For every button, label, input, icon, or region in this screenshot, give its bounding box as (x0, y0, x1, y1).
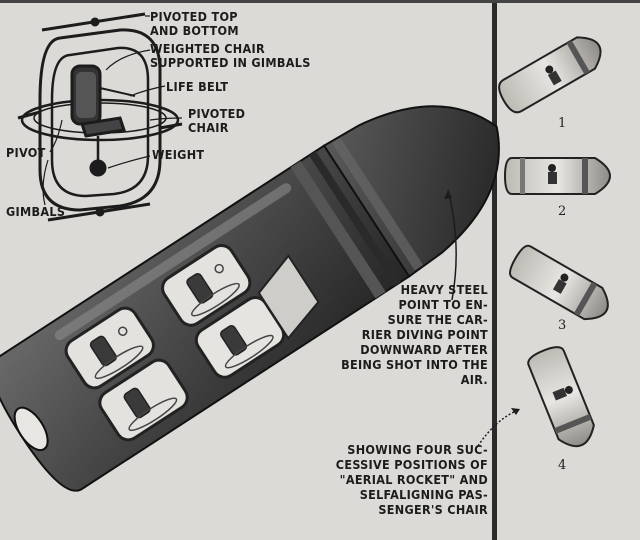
position-number-3: 3 (558, 318, 567, 333)
position-number-1: 1 (558, 116, 567, 131)
label-gimbals: GIMBALS (6, 204, 66, 219)
positions-arrowhead (511, 408, 520, 415)
position-1-rocket (498, 36, 602, 114)
positions-leader (477, 409, 519, 447)
label-pivot: PIVOT (6, 145, 46, 160)
top-border (0, 0, 640, 3)
nose-arrowhead (444, 190, 452, 199)
label-life-belt: LIFE BELT (166, 79, 229, 94)
label-weight: WEIGHT (152, 147, 205, 162)
aerial-rocket (0, 105, 500, 492)
nose-leader (447, 189, 457, 301)
caption-positions: SHOWING FOUR SUC- CESSIVE POSITIONS OF "… (335, 442, 488, 517)
position-number-2: 2 (558, 204, 567, 219)
caption-steel-point: HEAVY STEEL POINT TO EN- SURE THE CAR- R… (341, 282, 488, 387)
panel-divider (492, 0, 497, 540)
position-4-rocket (527, 346, 595, 448)
position-number-4: 4 (558, 458, 567, 473)
position-2-rocket (503, 157, 611, 195)
gimbal-diagram (17, 12, 183, 222)
label-pivoted-chair: PIVOTED CHAIR (188, 106, 246, 135)
position-3-rocket (509, 244, 609, 321)
label-weighted-chair: WEIGHTED CHAIR SUPPORTED IN GIMBALS (150, 41, 311, 70)
label-pivoted-top: PIVOTED TOP AND BOTTOM (150, 9, 239, 38)
